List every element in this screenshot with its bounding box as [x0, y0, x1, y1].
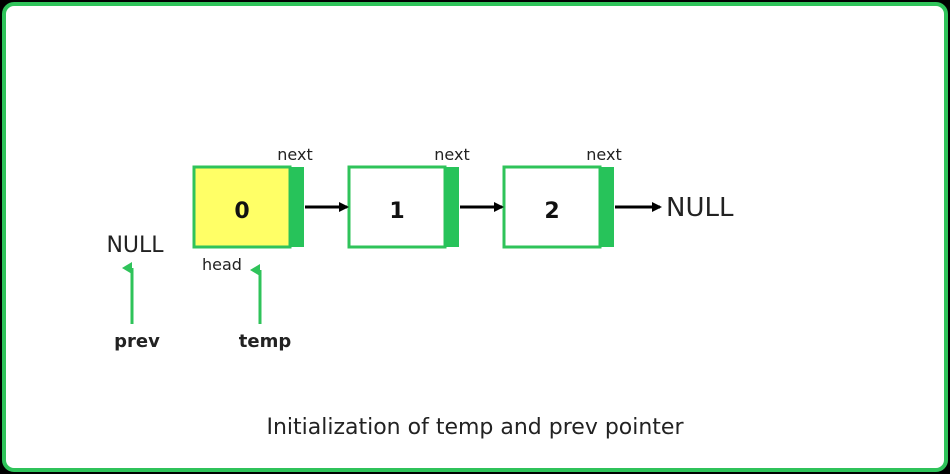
node-1: 1 next	[347, 145, 470, 249]
node-1-value: 1	[389, 199, 404, 224]
node-2-next-label: next	[586, 145, 621, 164]
node-1-next-label: next	[434, 145, 469, 164]
node-0: 0 next	[192, 145, 313, 249]
node-1-data-field	[347, 165, 447, 249]
null-left-label: NULL	[106, 233, 164, 258]
prev-label: prev	[114, 331, 160, 352]
node-0-next-label: next	[277, 145, 312, 164]
node-0-next-field	[289, 167, 304, 247]
node-0-data-field	[192, 165, 292, 249]
node-2: 2 next	[502, 145, 622, 249]
caption: Initialization of temp and prev pointer	[266, 415, 684, 440]
temp-label: temp	[239, 331, 292, 352]
node-1-next-field	[444, 167, 459, 247]
node-2-value: 2	[544, 199, 559, 224]
node-0-value: 0	[234, 199, 249, 224]
head-label: head	[202, 255, 242, 274]
node-2-next-field	[599, 167, 614, 247]
null-right-label: NULL	[666, 193, 734, 223]
